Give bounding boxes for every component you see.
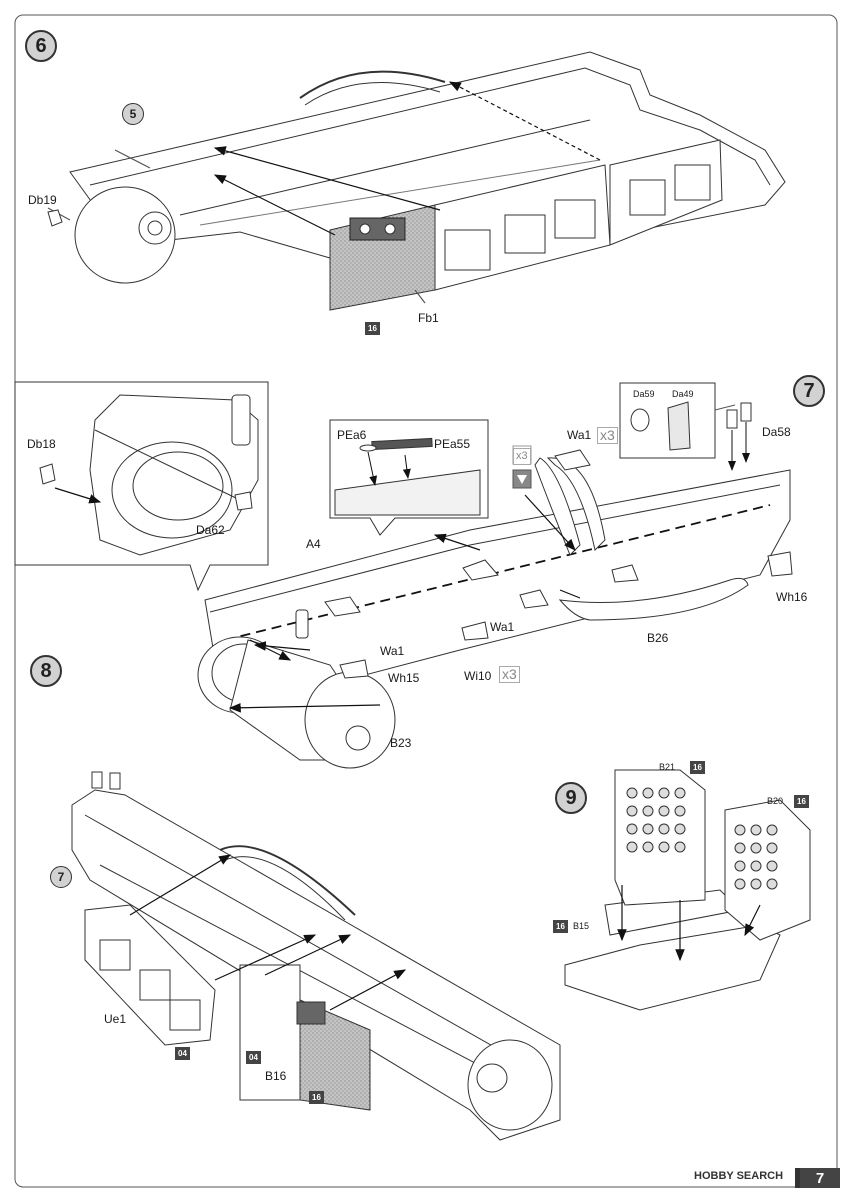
badge-16-b15: 16 xyxy=(553,920,568,933)
label-pea6: PEa6 xyxy=(337,428,367,442)
badge-04-b16: 04 xyxy=(246,1051,261,1064)
watermark-brand: HOBBY SEARCH xyxy=(694,1170,784,1182)
step8-frame xyxy=(71,771,561,1141)
badge-04-ue1: 04 xyxy=(175,1047,190,1060)
label-a4: A4 xyxy=(306,537,321,551)
label-b21: B21 xyxy=(659,762,676,772)
label-db18: Db18 xyxy=(27,437,56,451)
label-wh16: Wh16 xyxy=(776,590,808,604)
label-da49: Da49 xyxy=(672,389,694,399)
label-da58: Da58 xyxy=(762,425,791,439)
db18-part xyxy=(39,463,56,485)
step-8-callout: 8 xyxy=(30,655,62,687)
label-wi10: Wi10 xyxy=(464,669,492,683)
badge-16-fb1: 16 xyxy=(365,322,380,335)
step-7-callout: 7 xyxy=(793,375,825,407)
label-db19: Db19 xyxy=(28,193,57,207)
step9-drawing xyxy=(564,769,811,1011)
ref-step-7-callout: 7 xyxy=(50,866,72,888)
multiplier-x3-wa1: x3 xyxy=(597,427,618,444)
label-b15: B15 xyxy=(573,921,590,931)
step8-arrows xyxy=(129,854,407,1011)
page-number: 7 xyxy=(800,1168,840,1188)
label-ue1: Ue1 xyxy=(104,1012,127,1026)
label-wa1-left: Wa1 xyxy=(380,644,405,658)
step7-inset-pe xyxy=(329,419,489,536)
step-9-callout: 9 xyxy=(555,782,587,814)
da62-part xyxy=(234,491,253,511)
label-fb1: Fb1 xyxy=(418,311,439,325)
step7-inset-left xyxy=(14,381,269,592)
label-wh15: Wh15 xyxy=(388,671,420,685)
step6-arrows xyxy=(47,81,601,304)
label-da62: Da62 xyxy=(196,523,225,537)
label-wa1-mid: Wa1 xyxy=(490,620,515,634)
multiplier-x3-side: x3 xyxy=(513,448,531,465)
badge-16-b21: 16 xyxy=(690,761,705,774)
label-b20: B20 xyxy=(767,796,784,806)
label-da59: Da59 xyxy=(633,389,655,399)
step7-inset-right xyxy=(619,382,752,471)
step6-drawing xyxy=(69,51,786,311)
label-b16: B16 xyxy=(265,1069,287,1083)
step7-arrows xyxy=(228,494,581,713)
badge-16-b16: 16 xyxy=(309,1091,324,1104)
step7-frame xyxy=(197,449,793,769)
label-pea55: PEa55 xyxy=(434,437,471,451)
label-b26: B26 xyxy=(647,631,669,645)
label-b23: B23 xyxy=(390,736,412,750)
badge-16-b20: 16 xyxy=(794,795,809,808)
step9-arrows xyxy=(617,885,761,962)
step-6-callout: 6 xyxy=(25,30,57,62)
ref-step-5-callout: 5 xyxy=(122,103,144,125)
label-wa1-top: Wa1 xyxy=(567,428,592,442)
multiplier-x3-wi10: x3 xyxy=(499,666,520,683)
